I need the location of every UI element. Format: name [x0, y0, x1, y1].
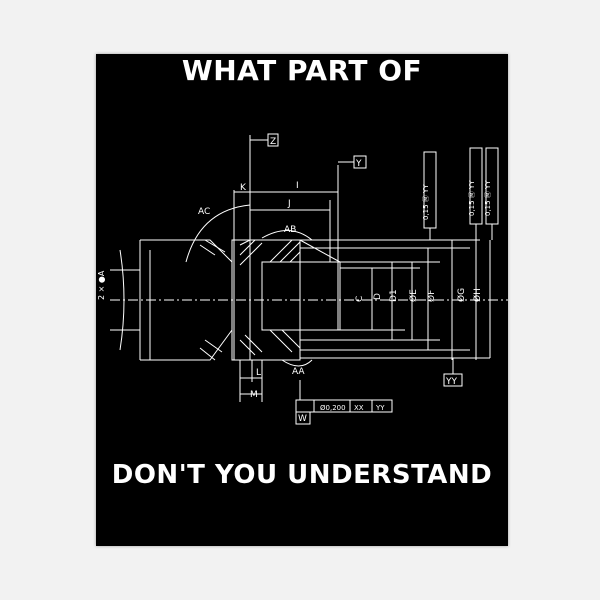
- datum-y-label: Y: [355, 159, 362, 169]
- fcf-ref-1: XX: [354, 404, 364, 412]
- fcf-value: Ø0,200: [320, 404, 346, 412]
- technical-drawing: Z Y YY W K I J AC AB AA L M C D D1 ØE ØF…: [97, 133, 508, 425]
- dim-aa-label: AA: [292, 367, 305, 377]
- dim-ac-label: AC: [198, 207, 210, 217]
- hub-outline: [231, 239, 301, 361]
- datum-yy-label: YY: [445, 377, 457, 387]
- dim-m-label: M: [250, 390, 258, 400]
- dim-i-label: I: [296, 181, 299, 191]
- datum-w-label: W: [298, 414, 307, 424]
- poster: WHAT PART OF: [96, 54, 508, 546]
- dim-d-label: D: [373, 293, 383, 300]
- side-note: 2 × ●A: [97, 270, 106, 300]
- dim-d1-label: D1: [389, 289, 399, 302]
- dim-c-label: C: [355, 296, 365, 302]
- datum-z-label: Z: [270, 137, 276, 147]
- dim-ab-label: AB: [284, 225, 296, 235]
- headline-top: WHAT PART OF: [181, 54, 423, 87]
- dim-j-label: J: [287, 199, 291, 209]
- headline-bottom: DON'T YOU UNDERSTAND: [111, 460, 493, 490]
- fcf-ref-2: YY: [375, 404, 385, 412]
- dim-e-label: ØE: [408, 289, 419, 302]
- dim-h-label: ØH: [472, 288, 483, 302]
- tolerance-3: 0,15 Ⓜ YY: [484, 180, 492, 216]
- dim-l-label: L: [256, 368, 261, 378]
- tolerance-2: 0,15 Ⓜ YY: [468, 180, 476, 216]
- dim-k-label: K: [240, 183, 247, 193]
- tolerance-1: 0,15 Ⓜ YY: [422, 184, 430, 220]
- dim-f-label: ØF: [426, 290, 437, 302]
- dim-g-label: ØG: [456, 288, 467, 302]
